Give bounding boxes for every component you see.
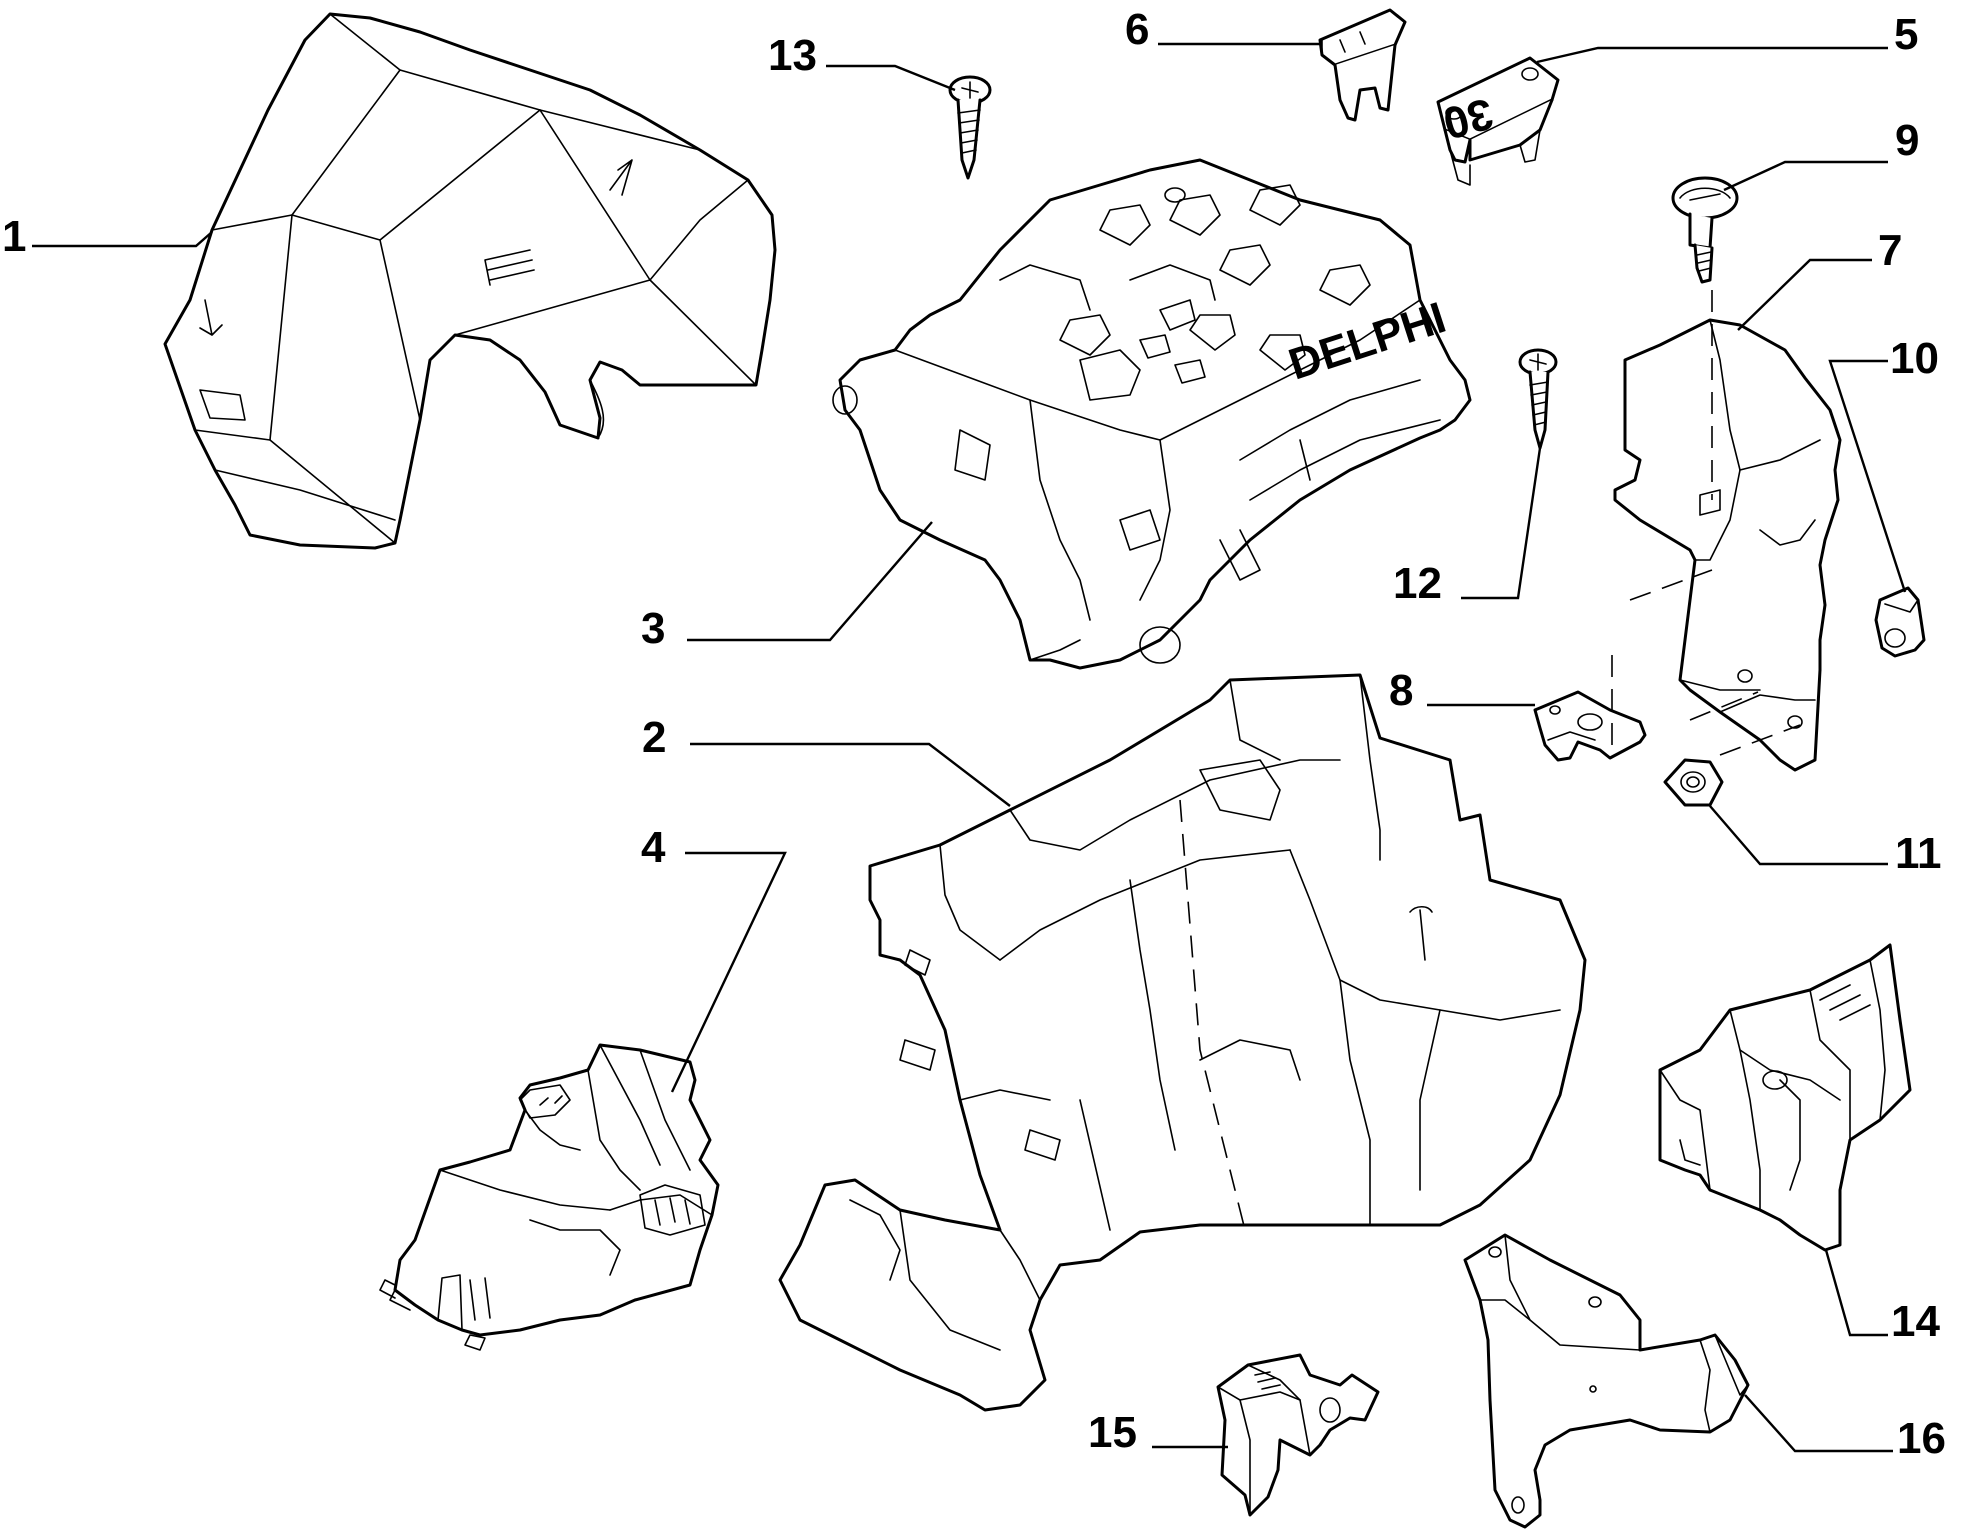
align-tray (1179, 799, 1246, 1231)
callout-5: 5 (1894, 10, 1918, 59)
leader-1 (32, 231, 213, 248)
callout-4: 4 (641, 823, 666, 872)
part-1-cover-lid (163, 12, 777, 550)
callout-10: 10 (1890, 334, 1939, 383)
part-16-mount-bracket (1463, 1233, 1750, 1529)
part-13-screw (948, 75, 992, 180)
leader-2 (690, 742, 1011, 807)
leader-10 (1828, 359, 1907, 593)
leader-12 (1461, 447, 1542, 600)
callout-1: 1 (2, 212, 26, 261)
callout-13: 13 (768, 31, 817, 80)
leader-13 (826, 64, 956, 92)
part-3-fuse-relay-box: DELPHI (832, 158, 1472, 670)
callout-numbers: 1 2 3 4 5 6 7 8 9 10 11 12 13 14 15 16 (2, 5, 1946, 1463)
align-11-7 (1689, 691, 1759, 721)
leader-14 (1824, 1249, 1888, 1337)
leader-3 (687, 521, 933, 642)
part-10-clip-nut (1874, 586, 1926, 658)
part-14-side-bracket (1658, 943, 1912, 1252)
part-7-support-bracket (1613, 318, 1842, 772)
callout-3: 3 (641, 604, 665, 653)
callout-2: 2 (642, 713, 666, 762)
callout-12: 12 (1393, 559, 1442, 608)
align-nut-7 (1719, 724, 1801, 756)
callout-7: 7 (1878, 226, 1902, 275)
alignment-lines (1179, 290, 1801, 1231)
leader-4 (670, 851, 787, 1093)
callout-6: 6 (1125, 5, 1149, 54)
callout-16: 16 (1897, 1414, 1946, 1463)
callout-9: 9 (1895, 116, 1919, 165)
leader-11 (1709, 805, 1888, 866)
part-8-clip-plate (1533, 690, 1647, 762)
part-6-blade-fuse (1318, 8, 1407, 122)
callout-11: 11 (1895, 829, 1942, 878)
part-4-connector-bracket (379, 1043, 720, 1351)
callout-8: 8 (1389, 666, 1413, 715)
leader-5 (1536, 46, 1888, 64)
align-7-pin (1629, 569, 1713, 601)
leader-16 (1744, 1394, 1893, 1453)
leader-9 (1723, 160, 1888, 192)
part-5-maxi-fuse: 30 (1436, 56, 1560, 186)
part-2-lower-tray (778, 673, 1587, 1412)
callout-15: 15 (1088, 1408, 1137, 1457)
leader-7 (1737, 258, 1872, 331)
part-12-screw (1518, 348, 1558, 450)
part-15-small-clip (1216, 1353, 1380, 1517)
callout-14: 14 (1891, 1297, 1940, 1346)
part-9-push-pin (1671, 176, 1739, 284)
leader-lines (32, 42, 1907, 1453)
part-11-hex-nut (1663, 758, 1724, 807)
